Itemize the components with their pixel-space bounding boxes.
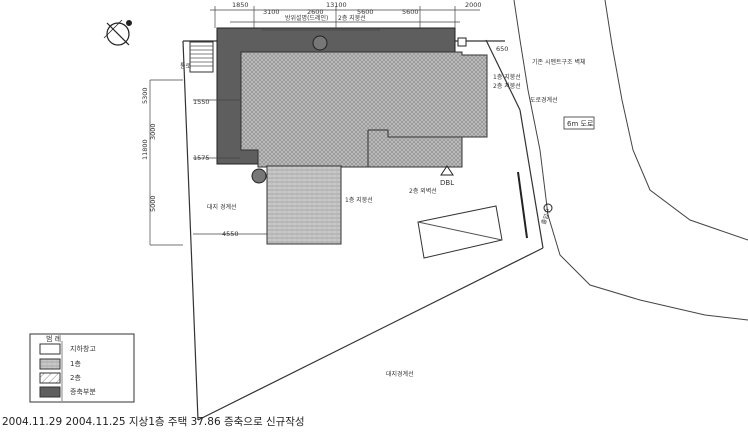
dim-left-1: 5300 [141, 87, 149, 104]
road-edge [513, 0, 748, 321]
dbl-marker: DBL [440, 165, 454, 187]
legend-title: 범 례 [46, 334, 61, 343]
note-bottom: 대지경계선 [386, 370, 414, 378]
note-top-2: 2층 지붕선 [338, 14, 366, 22]
dim-left-4: 5000 [149, 195, 157, 212]
dim-top-6: 2600 [307, 8, 324, 16]
road-width-label: 6m 도로 [567, 120, 594, 128]
tree-top [312, 35, 328, 51]
dim-block: 4550 [222, 230, 239, 238]
note-right-1: 기존 시멘트구조 벽체 [532, 58, 586, 66]
legend-item-basement: 지하창고 [70, 344, 96, 353]
legend-item-extension: 증축부분 [70, 387, 96, 396]
dim-left-2: 11800 [141, 139, 149, 160]
dim-top-3: 13100 [326, 1, 347, 9]
dim-top-7: 5600 [357, 8, 374, 16]
legend-item-floor1: 1층 [70, 359, 81, 368]
tree-left [251, 168, 267, 184]
dim-top-5: 2000 [465, 1, 482, 9]
note-floor1: 1층 지붕선 [345, 196, 373, 204]
dim-right: 650 [496, 45, 508, 53]
note-right-4: 도로경계선 [530, 96, 558, 104]
note-top-1: 방위설명(드레인) [285, 14, 328, 22]
note-left-small: 통로 [180, 63, 192, 70]
legend: 범 례 지하창고 1층 2층 증축부분 [29, 333, 135, 403]
stair [189, 41, 214, 73]
parking-area [417, 205, 503, 259]
legend-item-floor2: 2층 [70, 373, 81, 382]
road-width-box [563, 116, 595, 130]
dim-left-6: 1575 [193, 154, 210, 162]
dim-left-3: 3000 [149, 123, 157, 140]
dim-top-4: 5600 [402, 8, 419, 16]
note-left: 대지 경계선 [207, 203, 237, 211]
note-right-2: 1층 지붕선 [493, 73, 521, 81]
north-arrow-icon [103, 19, 132, 46]
dim-left-5: 1550 [193, 98, 210, 106]
dimension-lines [149, 6, 480, 246]
revision-caption: 2004.11.29 2004.11.25 지상1층 주택 37.86 증축으로… [2, 416, 305, 428]
floor1-area [266, 165, 342, 245]
floor2-area [240, 51, 488, 168]
dim-top-1: 1850 [232, 1, 249, 9]
dbl-label: DBL [440, 179, 454, 187]
dim-top-2: 3100 [263, 8, 280, 16]
note-floor2: 2층 외벽선 [409, 187, 437, 195]
note-right-3: 2층 지붕선 [493, 82, 521, 90]
